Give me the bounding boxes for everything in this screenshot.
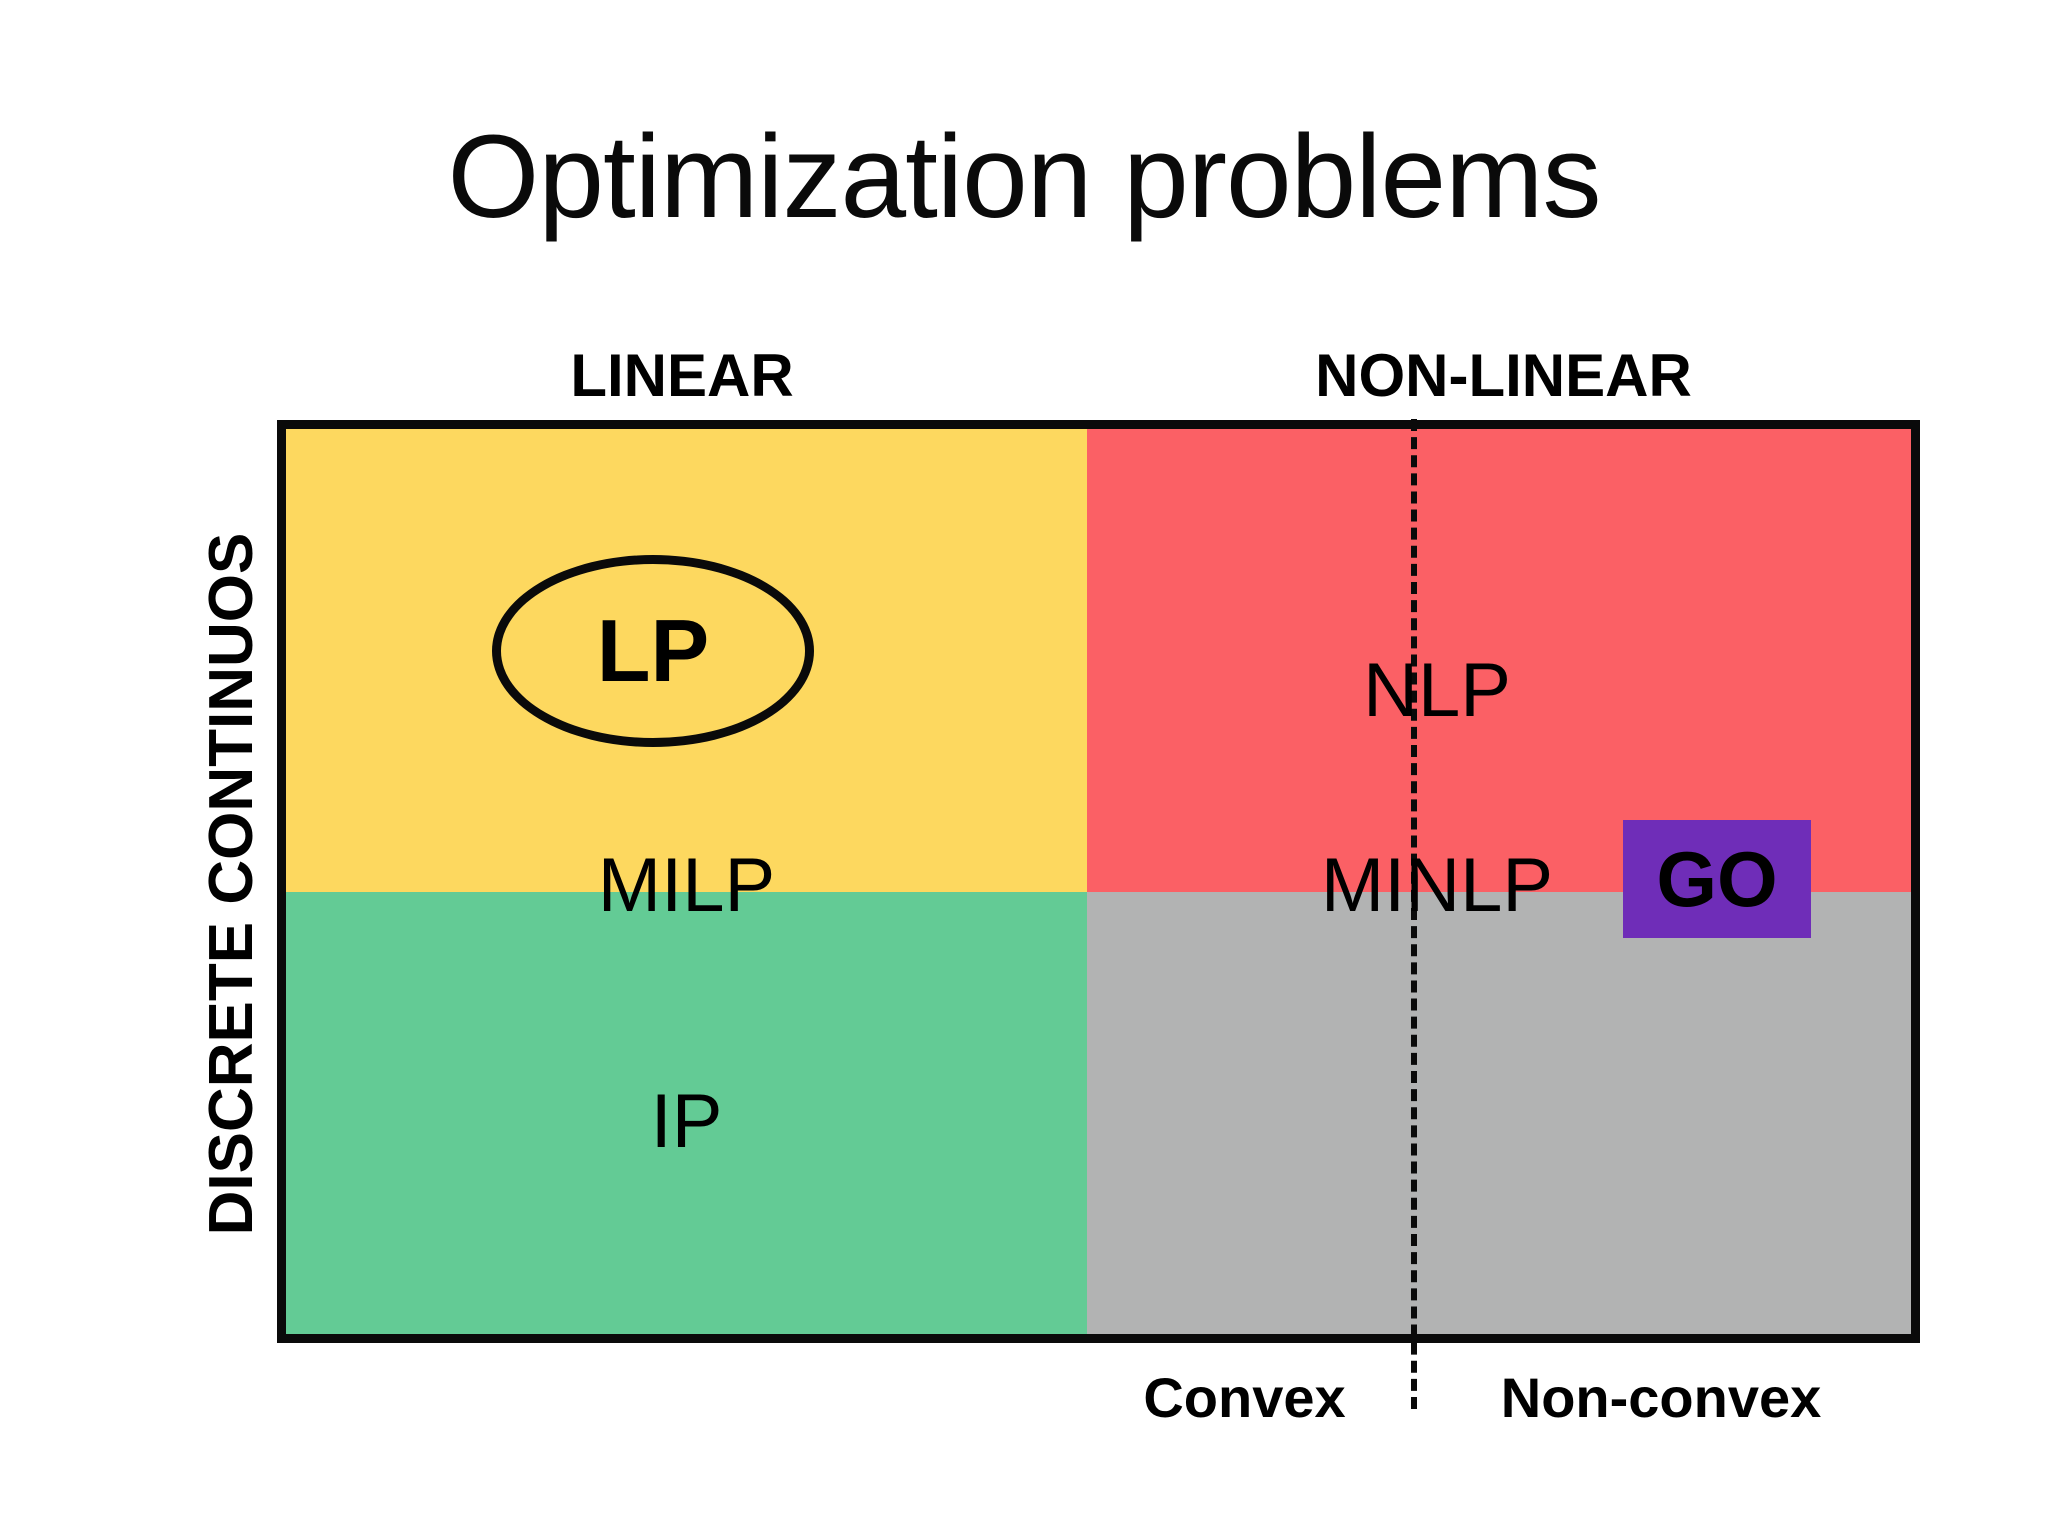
lp-ellipse-highlight: LP <box>492 555 814 747</box>
quadrant-non-linear-continuous <box>1087 429 1911 892</box>
go-badge-label: GO <box>1656 835 1778 923</box>
axis-label-vertical: DISCRETE CONTINUOS <box>197 532 266 1236</box>
quadrant-non-linear-discrete <box>1087 892 1911 1334</box>
cell-label-minlp: MINLP <box>1320 843 1554 928</box>
bottom-label-non-convex: Non-convex <box>1500 1366 1822 1429</box>
quadrant-linear-discrete <box>286 892 1087 1334</box>
page-title: Optimization problems <box>447 111 1602 243</box>
column-header-linear: LINEAR <box>570 342 794 409</box>
optimization-matrix: NLP MILP MINLP IP LP GO <box>277 419 1920 1409</box>
cell-label-ip: IP <box>650 1079 723 1164</box>
cell-label-nlp: NLP <box>1363 648 1511 733</box>
bottom-label-convex: Convex <box>1143 1366 1346 1429</box>
go-badge: GO <box>1623 820 1811 938</box>
convex-divider-line <box>1411 419 1417 1409</box>
column-header-non-linear: NON-LINEAR <box>1315 342 1692 409</box>
cell-label-milp: MILP <box>597 843 776 928</box>
cell-label-lp: LP <box>596 601 710 700</box>
